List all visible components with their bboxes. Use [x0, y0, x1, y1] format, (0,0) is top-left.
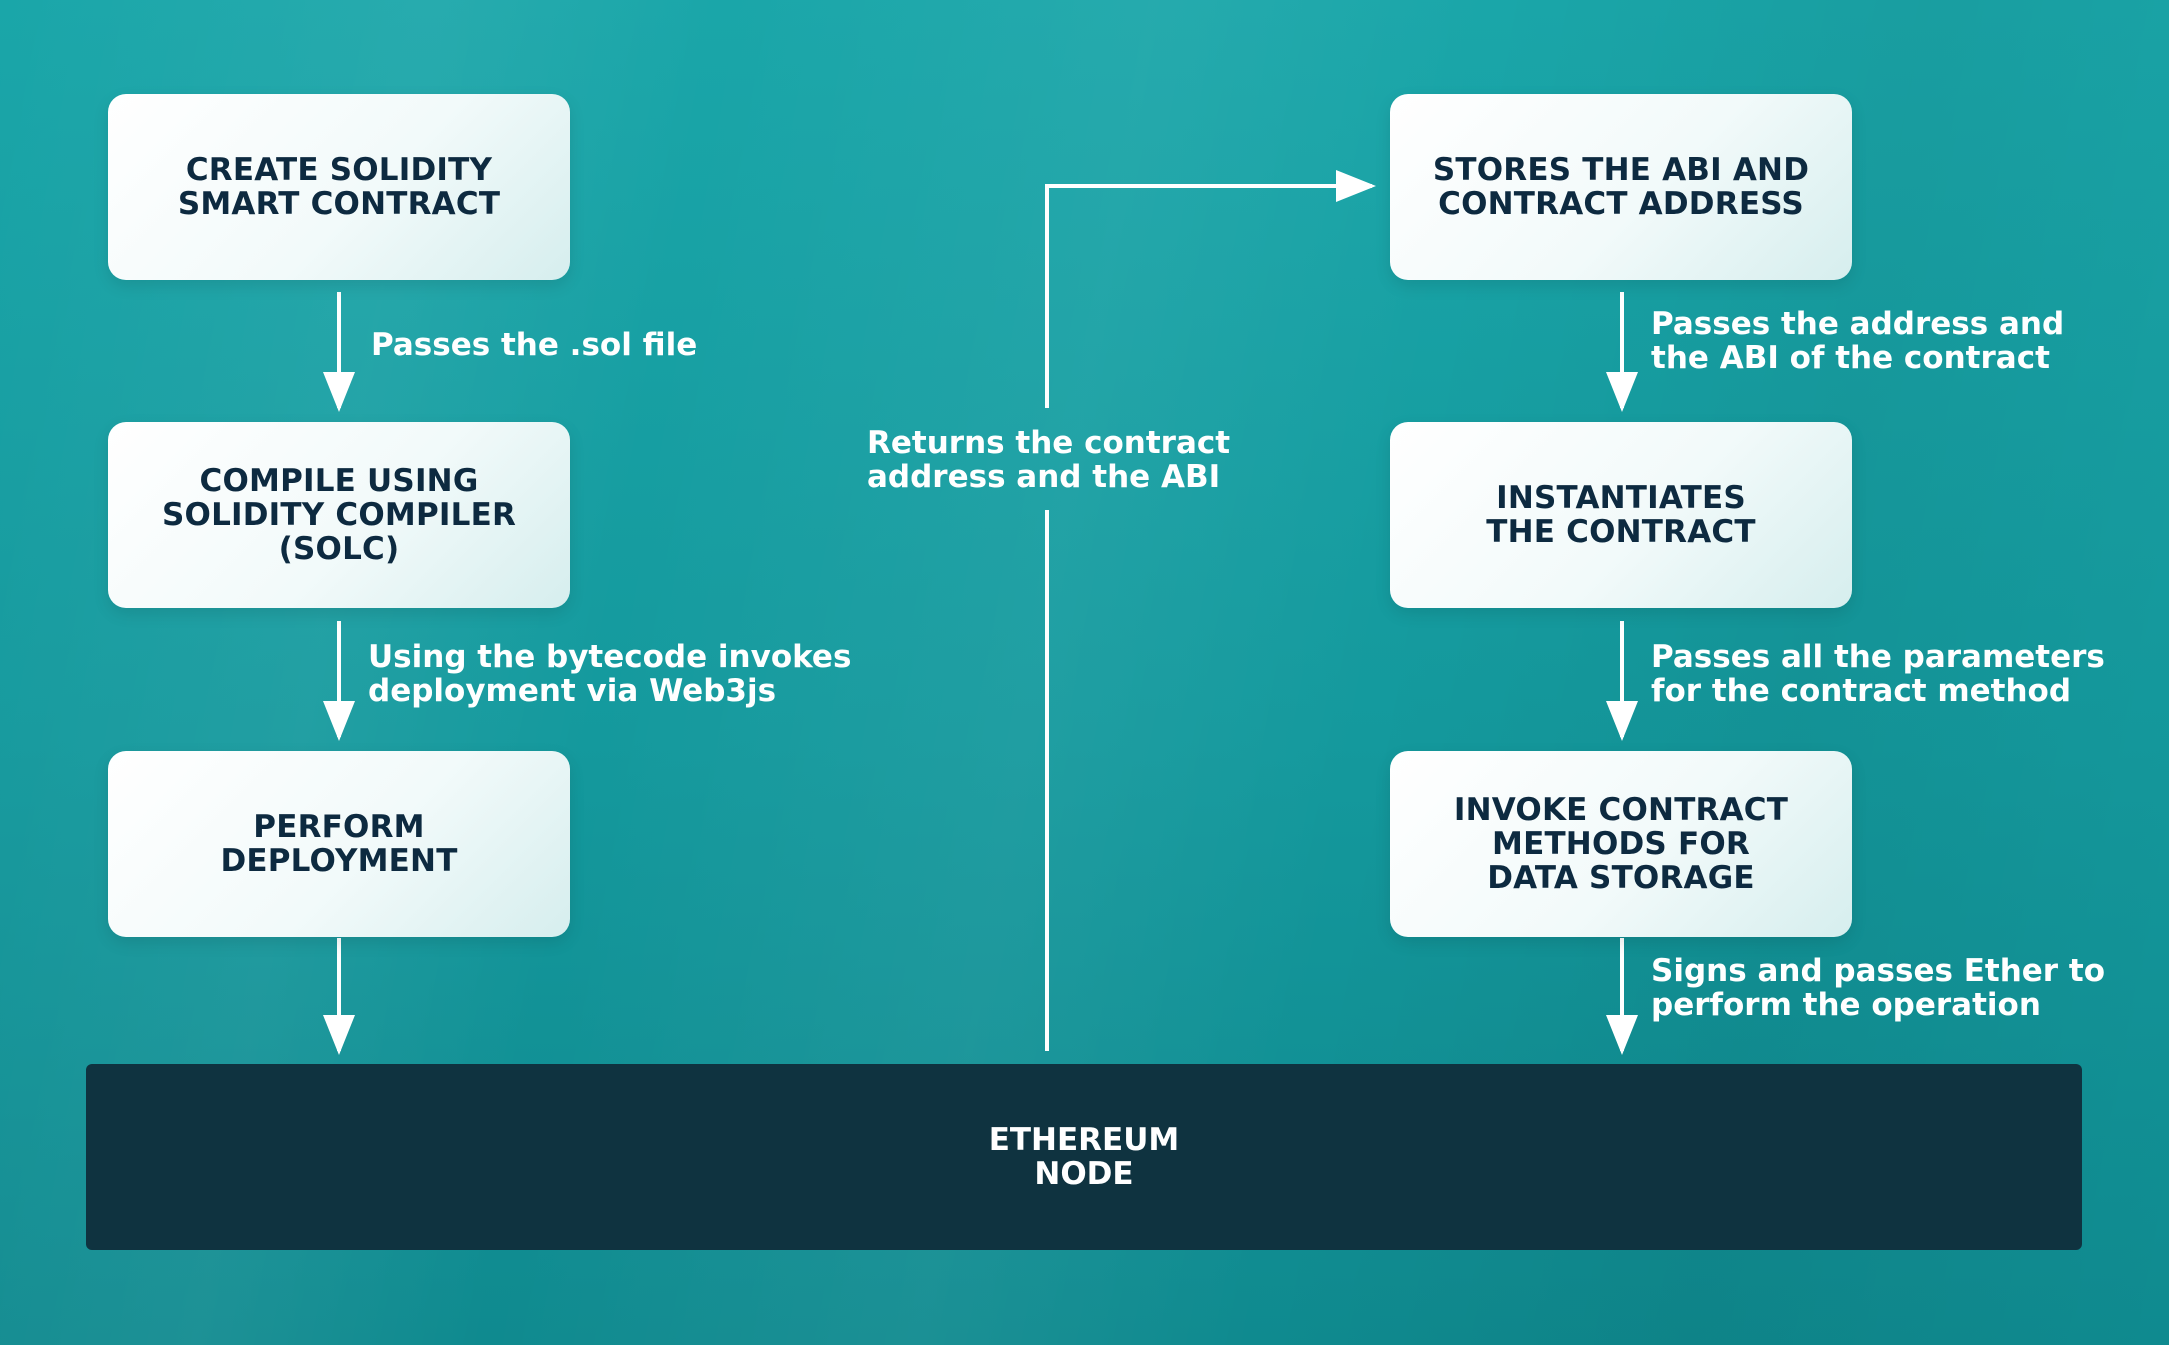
step-perform-deployment-label: PERFORM DEPLOYMENT	[220, 809, 458, 879]
label-passes-parameters: Passes all the parameters for the contra…	[1651, 639, 2105, 709]
step-create-contract-label: CREATE SOLIDITY SMART CONTRACT	[177, 152, 501, 222]
step-invoke-methods-label: INVOKE CONTRACT METHODS FOR DATA STORAGE	[1453, 792, 1789, 896]
step-compile: COMPILE USING SOLIDITY COMPILER (SOLC)	[108, 422, 570, 608]
step-store-abi-label: STORES THE ABI AND CONTRACT ADDRESS	[1432, 152, 1810, 222]
arrow-return-upper	[1045, 170, 1376, 408]
label-passes-address-abi: Passes the address and the ABI of the co…	[1651, 306, 2065, 376]
label-signs-passes-ether: Signs and passes Ether to perform the op…	[1651, 953, 2105, 1023]
step-compile-label: COMPILE USING SOLIDITY COMPILER (SOLC)	[161, 463, 517, 567]
ethereum-node-label: ETHEREUM NODE	[988, 1122, 1180, 1192]
step-invoke-methods: INVOKE CONTRACT METHODS FOR DATA STORAGE	[1390, 751, 1852, 937]
step-instantiate: INSTANTIATES THE CONTRACT	[1390, 422, 1852, 608]
label-invokes-deployment: Using the bytecode invokes deployment vi…	[368, 639, 852, 709]
label-returns-address: Returns the contract address and the ABI	[867, 425, 1231, 495]
step-perform-deployment: PERFORM DEPLOYMENT	[108, 751, 570, 937]
step-create-contract: CREATE SOLIDITY SMART CONTRACT	[108, 94, 570, 280]
label-passes-sol: Passes the .sol file	[371, 327, 698, 363]
step-instantiate-label: INSTANTIATES THE CONTRACT	[1486, 480, 1756, 550]
ethereum-node: ETHEREUM NODE	[86, 1064, 2082, 1250]
step-store-abi: STORES THE ABI AND CONTRACT ADDRESS	[1390, 94, 1852, 280]
